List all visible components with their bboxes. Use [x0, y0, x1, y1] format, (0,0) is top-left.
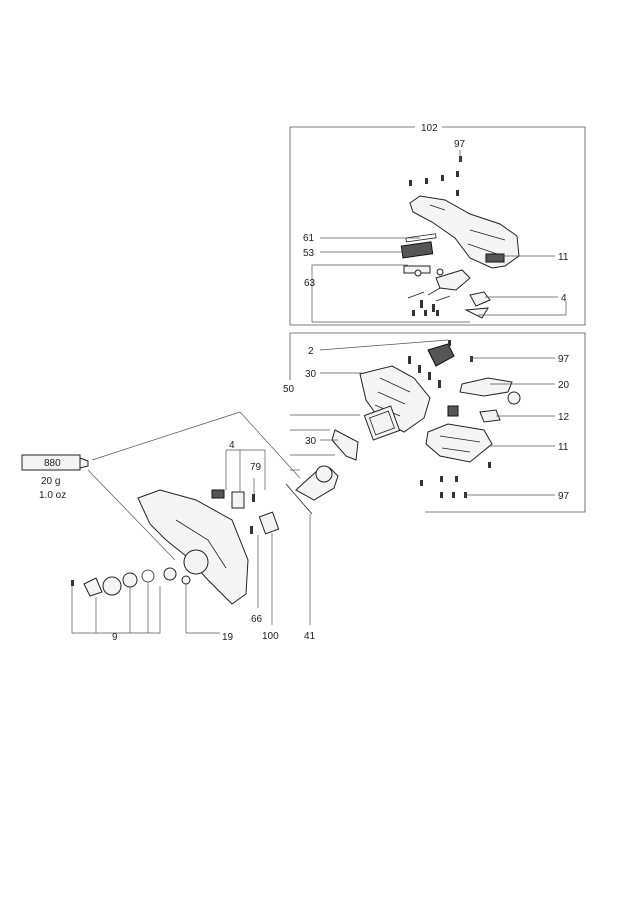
callout-19: 19 [222, 632, 234, 643]
switch-part-4-top [464, 291, 491, 319]
screws-mid [408, 340, 473, 388]
callout-4-left: 4 [229, 440, 235, 451]
callout-12: 12 [558, 412, 570, 423]
small-parts-63 [403, 265, 471, 316]
callout-61: 61 [303, 233, 315, 244]
armature-part [295, 465, 339, 501]
grease-tube-label: 880 [44, 458, 61, 469]
callout-66: 66 [251, 614, 263, 625]
callout-53: 53 [303, 248, 315, 259]
callout-labels: 102 97 61 53 11 63 4 2 97 30 50 20 12 30… [39, 123, 570, 643]
callout-79: 79 [250, 462, 262, 473]
callout-20: 20 [558, 380, 570, 391]
switch-part-53 [400, 241, 434, 259]
grease-weight-ounces: 1.0 oz [39, 490, 66, 501]
callout-9: 9 [112, 632, 118, 643]
bearing-part-100 [258, 511, 280, 535]
screws-bottom [420, 462, 491, 498]
blade-guard-part [137, 489, 249, 605]
assembly-50-frame [289, 332, 586, 513]
screws-top [409, 156, 462, 196]
gasket-part-30 [331, 429, 359, 461]
callout-4-right: 4 [561, 293, 567, 304]
grease-tube [21, 454, 89, 471]
callout-30-a: 30 [305, 369, 317, 380]
spindle-bearing-parts [71, 567, 191, 597]
grease-weight-grams: 20 g [41, 476, 60, 487]
cover-part-2 [427, 343, 455, 367]
pin-part-66 [250, 526, 253, 534]
callout-2: 2 [308, 346, 314, 357]
callout-102: 102 [421, 123, 438, 134]
brush-parts-4-left [211, 489, 245, 509]
handle-part-20 [459, 377, 521, 405]
motor-coil-part [363, 405, 401, 441]
callout-97-mid: 97 [558, 354, 570, 365]
callout-97-bottom: 97 [558, 491, 570, 502]
shaft-part-41 [285, 483, 313, 515]
callout-11-bottom: 11 [558, 442, 569, 453]
callout-63: 63 [304, 278, 316, 289]
callout-11-top: 11 [558, 252, 569, 263]
callout-97-top: 97 [454, 139, 466, 150]
part-12 [447, 405, 501, 423]
leader-lines [71, 150, 567, 634]
spring-part-79 [252, 494, 255, 502]
callout-50: 50 [283, 384, 295, 395]
switch-part-61 [405, 233, 437, 243]
base-cover-11 [425, 423, 493, 463]
callout-30-b: 30 [305, 436, 317, 447]
callout-41: 41 [304, 631, 316, 642]
handle-cover-part [409, 195, 520, 269]
callout-100: 100 [262, 631, 279, 642]
assembly-102-frame [289, 126, 586, 326]
